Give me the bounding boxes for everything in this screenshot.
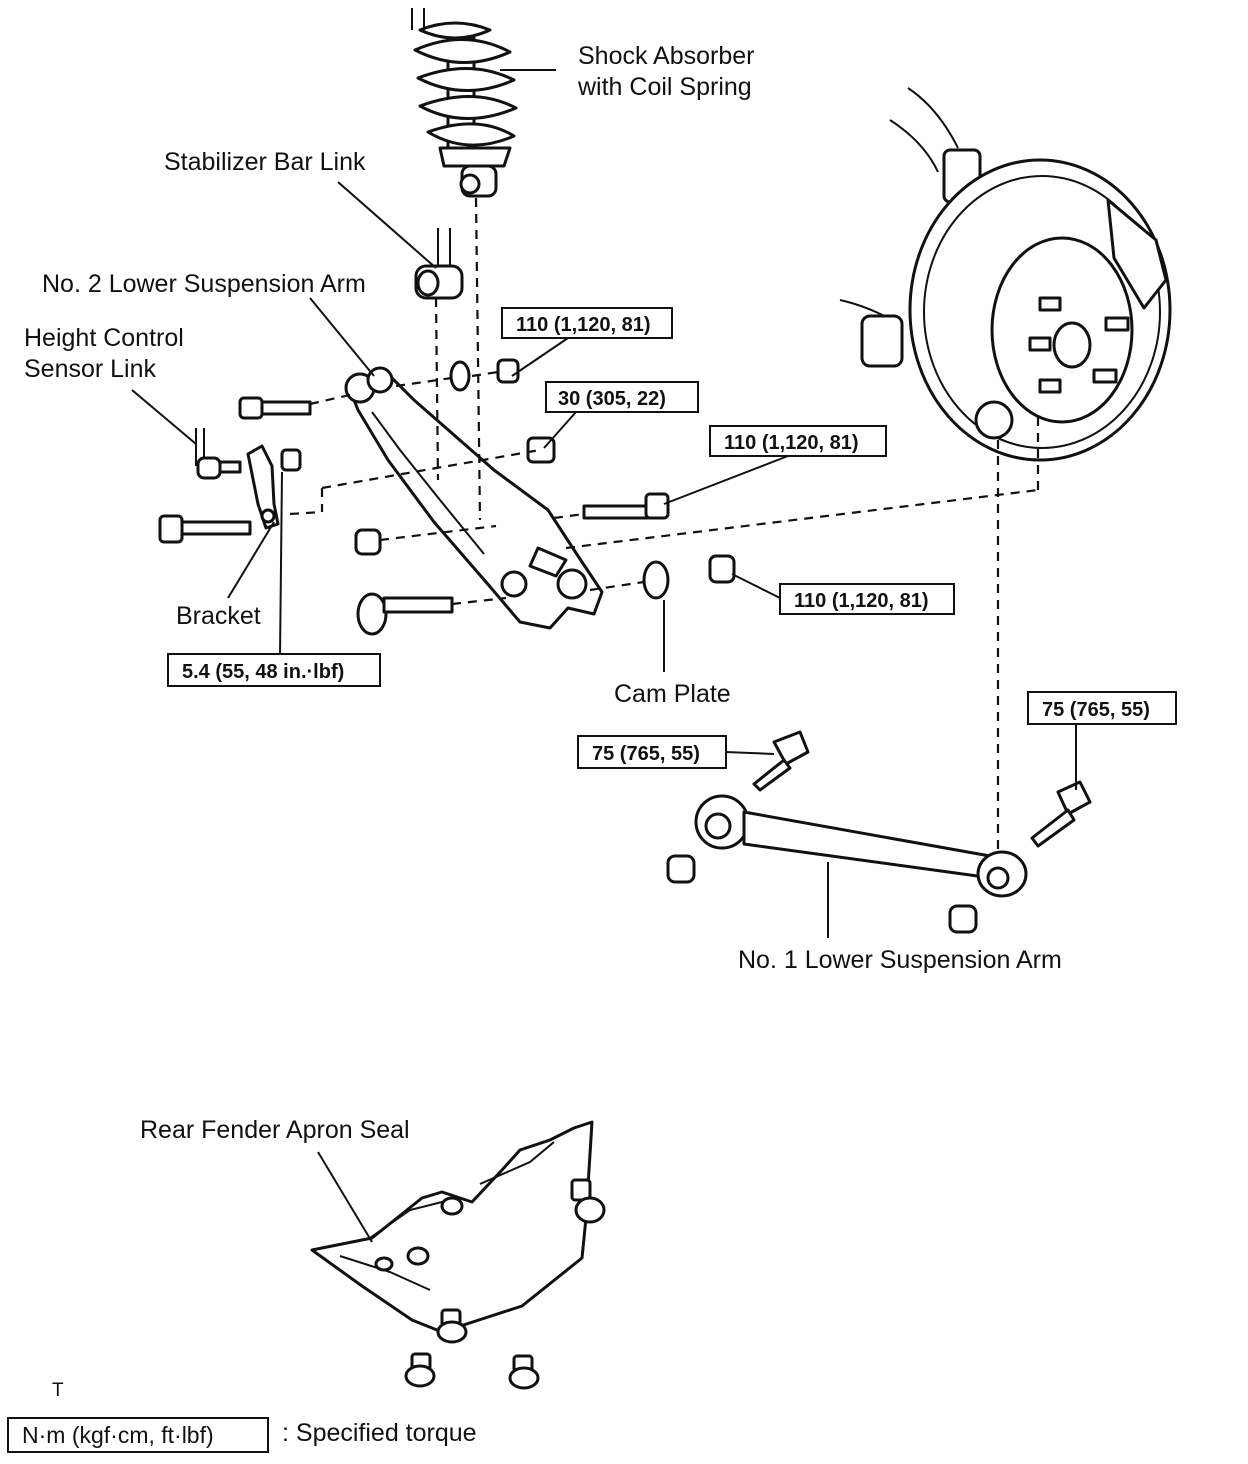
screw-1: [570, 1178, 606, 1224]
cam-plate-label: Cam Plate: [614, 680, 731, 708]
height-control-sensor-link: [195, 428, 242, 480]
screw-3: [404, 1352, 436, 1388]
svg-text:5.4 (55, 48 in.·lbf): 5.4 (55, 48 in.·lbf): [182, 661, 344, 683]
torque-box-7: 75 (765, 55): [1027, 691, 1177, 725]
cam-nut: [708, 554, 736, 584]
bolt-upper-arm: [238, 396, 312, 420]
bolt-no1-inner: [752, 730, 810, 792]
assembly-lines: [289, 197, 1040, 852]
no2-lower-suspension-arm: [344, 366, 604, 630]
svg-text:110 (1,120, 81): 110 (1,120, 81): [794, 590, 929, 612]
axle-carrier-disc: [839, 87, 1172, 462]
nut-upper-arm: [496, 358, 520, 384]
bolt-no1-outer: [1030, 780, 1092, 848]
stabilizer-bar-link: [414, 228, 464, 300]
torque-box-6: 75 (765, 55): [577, 735, 727, 769]
legend-meaning: : Specified torque: [282, 1419, 477, 1447]
bolt-bracket: [158, 514, 252, 544]
svg-text:110 (1,120, 81): 110 (1,120, 81): [516, 314, 651, 336]
bolt-mid-arm: [582, 492, 670, 520]
height-control-label-line2: Sensor Link: [24, 355, 157, 383]
bracket-label: Bracket: [176, 602, 261, 630]
corner-mark: T: [52, 1380, 64, 1401]
shock-absorber-coil-spring: [411, 8, 518, 198]
svg-text:75 (765, 55): 75 (765, 55): [592, 743, 700, 765]
svg-text:30 (305, 22): 30 (305, 22): [558, 388, 666, 410]
legend-unit-box: N·m (kgf·cm, ft·lbf): [22, 1422, 214, 1448]
washer-upper: [449, 360, 471, 392]
no1-lower-suspension-arm: [666, 794, 1028, 934]
svg-text:75 (765, 55): 75 (765, 55): [1042, 699, 1150, 721]
shock-absorber-label-line2: with Coil Spring: [577, 73, 752, 101]
no1-lower-suspension-arm-label: No. 1 Lower Suspension Arm: [738, 946, 1062, 974]
rear-fender-apron-seal-label: Rear Fender Apron Seal: [140, 1116, 410, 1144]
height-control-label-line1: Height Control: [24, 324, 184, 352]
nut-lower-left: [354, 528, 382, 556]
bracket: [246, 444, 302, 530]
stabilizer-bar-link-label: Stabilizer Bar Link: [164, 148, 366, 176]
screw-4: [508, 1354, 540, 1390]
screw-2: [436, 1308, 468, 1344]
no2-lower-suspension-arm-label: No. 2 Lower Suspension Arm: [42, 270, 366, 298]
torque-box-2: 30 (305, 22): [545, 381, 699, 413]
torque-box-4: 110 (1,120, 81): [779, 583, 955, 615]
torque-box-5: 5.4 (55, 48 in.·lbf): [167, 653, 381, 687]
shock-absorber-label-line1: Shock Absorber: [578, 42, 755, 70]
cam-plate-washer: [642, 560, 670, 600]
legend: N·m (kgf·cm, ft·lbf) : Specified torque: [7, 1417, 477, 1453]
svg-text:110 (1,120, 81): 110 (1,120, 81): [724, 432, 859, 454]
rear-fender-apron-seal: [310, 1120, 594, 1334]
torque-box-3: 110 (1,120, 81): [709, 425, 887, 457]
torque-box-1: 110 (1,120, 81): [501, 307, 673, 339]
cam-bolt: [356, 592, 454, 636]
